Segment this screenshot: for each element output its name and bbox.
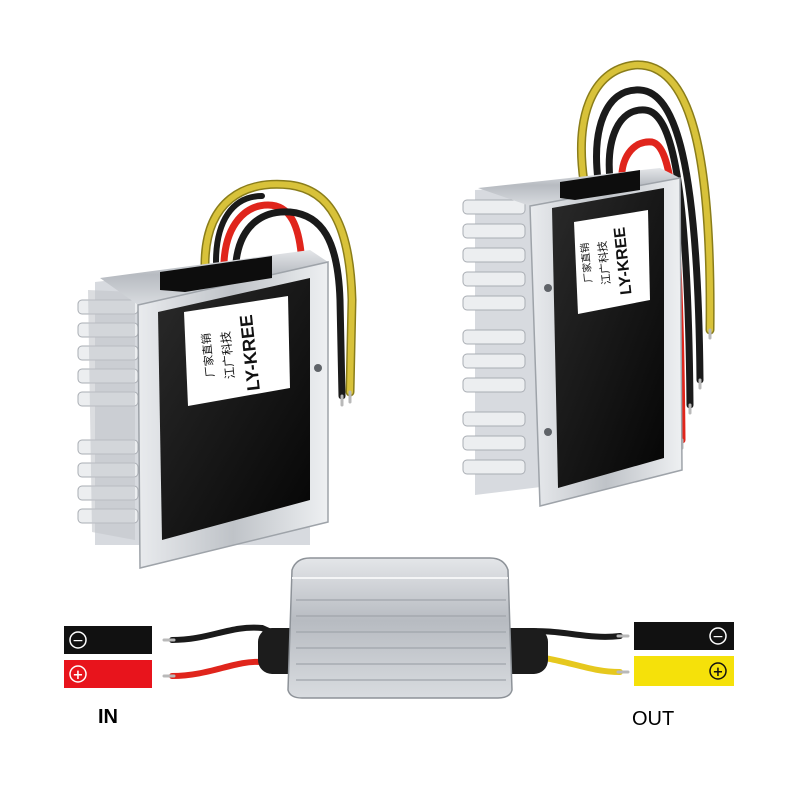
minus-icon bbox=[709, 627, 727, 645]
label-line3-right: 厂家直销 bbox=[578, 242, 595, 283]
converter-bottom bbox=[162, 557, 630, 699]
extrusion-ribs bbox=[296, 599, 506, 681]
cable-gland-right bbox=[560, 170, 640, 200]
output-positive-symbol: + bbox=[713, 665, 724, 680]
output-negative-bar bbox=[634, 622, 734, 650]
input-negative-bar bbox=[64, 626, 152, 654]
input-positive-symbol: + bbox=[73, 668, 84, 683]
mount-hole-right-top bbox=[544, 284, 552, 292]
cable-gland-left bbox=[160, 256, 272, 292]
input-label: IN bbox=[98, 706, 118, 728]
plus-icon bbox=[709, 662, 727, 680]
legend-output: − + bbox=[634, 622, 734, 686]
product-label-left: LY-KREE 江广科技 厂家直销 bbox=[184, 296, 290, 406]
product-label-right: LY-KREE 江广科技 厂家直销 bbox=[574, 210, 650, 314]
output-label: OUT bbox=[632, 708, 675, 730]
mount-hole-left bbox=[314, 364, 322, 372]
minus-icon bbox=[69, 631, 87, 649]
label-line2-left: 江广科技 bbox=[219, 330, 238, 379]
label-line2-right: 江广科技 bbox=[595, 240, 614, 285]
wires-left bbox=[200, 179, 357, 407]
mount-hole-right-bottom bbox=[544, 428, 552, 436]
legend-input: − + bbox=[64, 626, 152, 688]
extrusion-body bbox=[287, 557, 513, 699]
converter-right: LY-KREE 江广科技 厂家直销 bbox=[462, 60, 715, 507]
output-positive-bar bbox=[634, 656, 734, 686]
input-positive-bar bbox=[64, 660, 152, 688]
label-line3-left: 厂家直销 bbox=[199, 333, 218, 378]
plus-icon bbox=[69, 665, 87, 683]
input-negative-symbol: − bbox=[72, 633, 84, 649]
output-negative-symbol: − bbox=[712, 629, 724, 645]
converter-left: LY-KREE 江广科技 厂家直销 bbox=[77, 179, 357, 569]
